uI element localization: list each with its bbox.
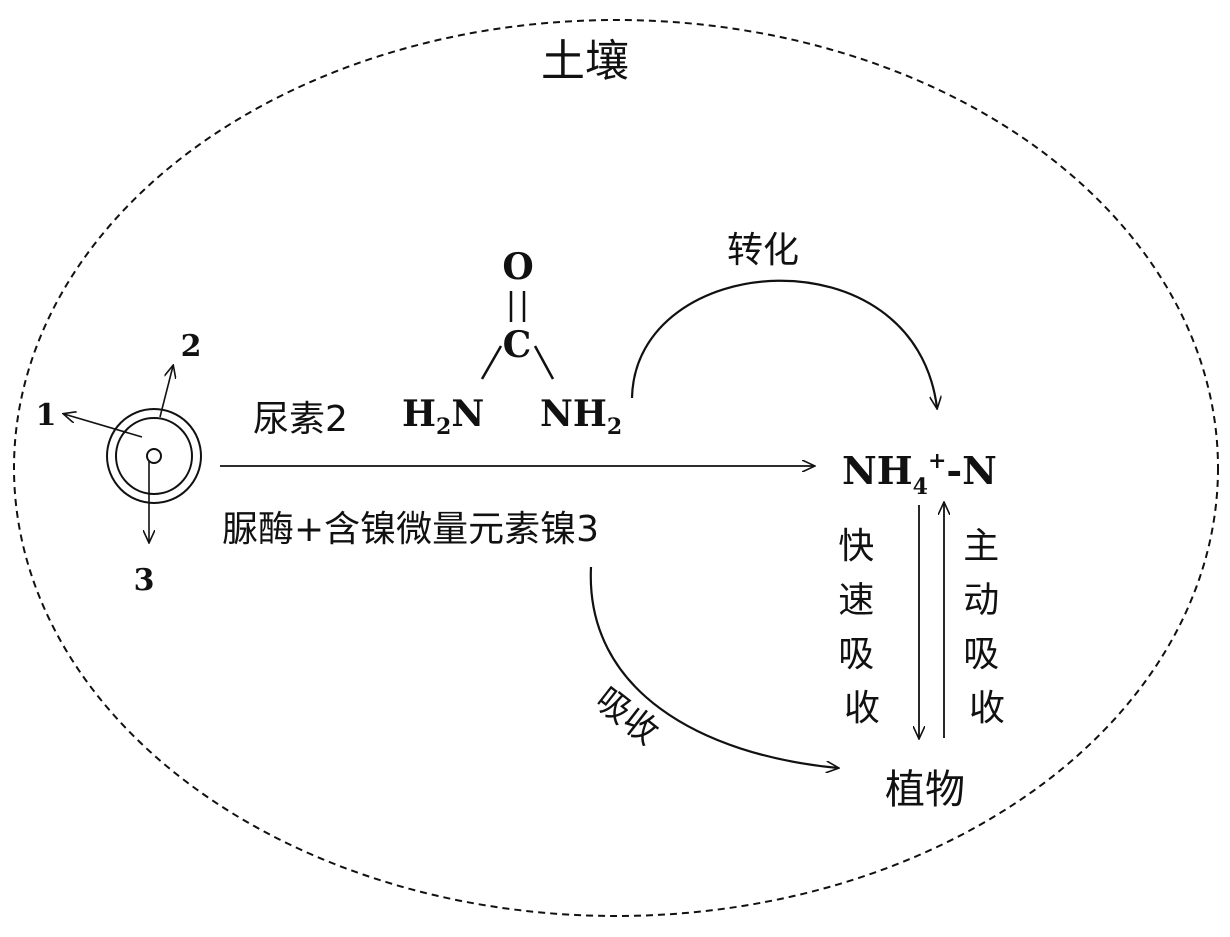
fast-absorb-label: 快 速 吸 收 [838,526,885,729]
urea-label: 尿素2 [253,399,348,440]
conversion-label: 转化 [727,230,799,271]
fertilizer-granule [106,408,202,504]
granule-label-2: 2 [181,329,202,364]
urea-carbon: C [503,324,532,366]
absorb-arrow [589,566,838,768]
granule-label-3: 3 [134,563,155,598]
pointer-line-1 [64,414,143,438]
soil-boundary [13,19,1219,917]
urea-bond-left [480,345,503,380]
pointer-line-2 [159,366,173,418]
urea-bond-right [533,345,555,380]
active-absorb-label: 主 动 吸 收 [963,526,1010,729]
enzyme-label: 脲酶+含镍微量元素镍3 [222,509,599,550]
urea-oxygen: O [502,246,533,288]
conversion-arrow [630,279,937,408]
plant-label: 植物 [885,767,965,813]
ammonium-nitrogen: NH4+-N [842,448,997,500]
urea-h2n: H2N [402,393,484,440]
soil-label: 土壤 [541,36,629,87]
granule-label-1: 1 [36,398,57,433]
absorb-label: 吸收 [588,680,666,753]
urea-nh2: NH2 [540,393,622,440]
